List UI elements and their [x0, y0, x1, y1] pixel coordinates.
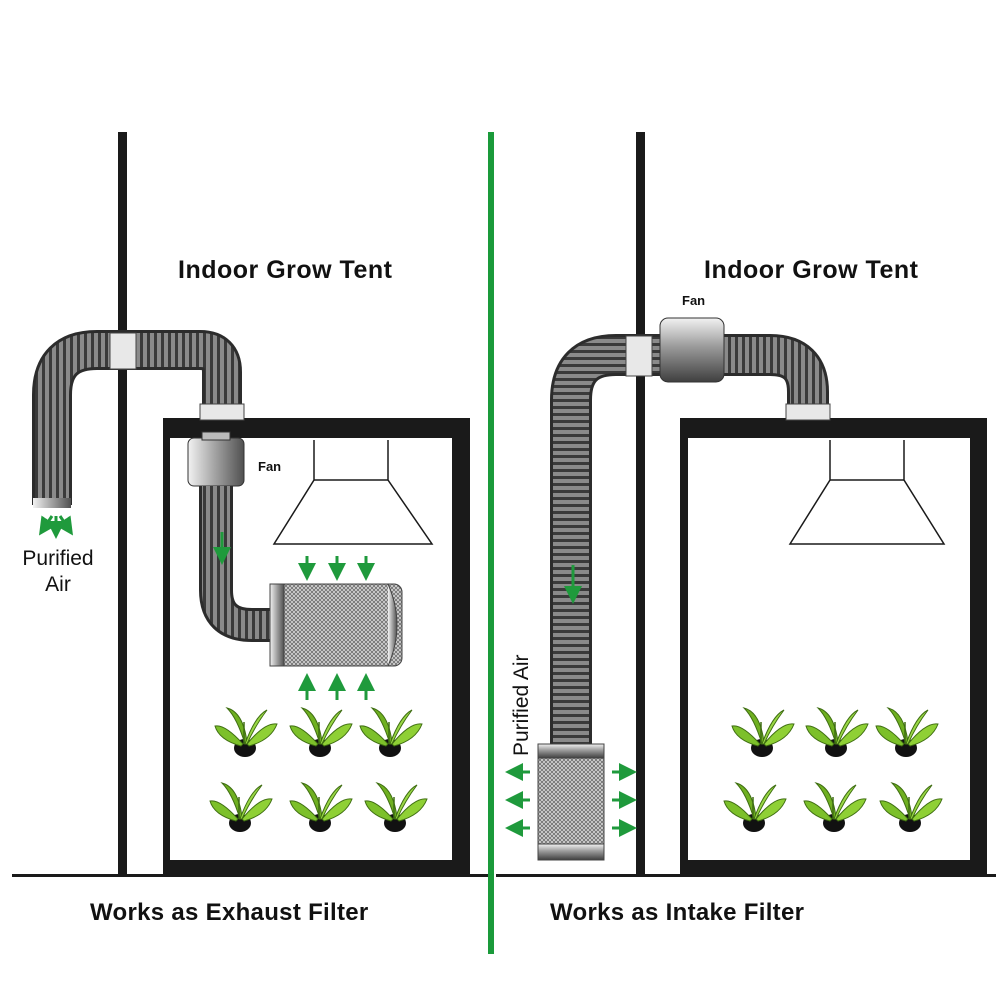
left-fan-icon	[187, 437, 245, 487]
left-plants	[209, 707, 428, 833]
right-light-hood-icon	[788, 440, 946, 545]
left-purified-air-label: Purified Air	[12, 546, 104, 598]
left-light-hood-icon	[272, 440, 434, 545]
right-purified-air-label: Purified Air	[510, 654, 533, 756]
plant-icon	[731, 707, 795, 758]
right-plants	[723, 707, 943, 833]
left-airflow-arrows	[39, 515, 375, 700]
right-fan-label: Fan	[682, 293, 706, 308]
left-duct-end	[33, 498, 71, 508]
right-title: Indoor Grow Tent	[704, 256, 919, 284]
left-wall	[118, 132, 127, 876]
right-filter-icon	[537, 743, 605, 861]
left-outer-duct-ribs	[35, 333, 239, 505]
plant-icon	[214, 707, 278, 758]
right-airflow-arrows	[505, 565, 637, 837]
plant-icon	[359, 707, 423, 758]
panel-divider	[488, 132, 494, 954]
right-wall-collar	[625, 335, 653, 377]
right-wall	[636, 132, 645, 876]
plant-icon	[289, 782, 353, 833]
right-tent-collar	[785, 403, 831, 421]
plant-icon	[805, 707, 869, 758]
left-tent-collar	[199, 403, 245, 421]
right-fan-icon	[659, 317, 725, 383]
plant-icon	[723, 782, 787, 833]
right-caption: Works as Intake Filter	[550, 899, 805, 926]
left-title: Indoor Grow Tent	[178, 256, 393, 284]
plant-icon	[879, 782, 943, 833]
left-filter-icon	[269, 583, 403, 667]
plant-icon	[364, 782, 428, 833]
plant-icon	[289, 707, 353, 758]
left-purified-air-line2: Air	[45, 573, 71, 596]
plant-icon	[209, 782, 273, 833]
left-purified-air-line1: Purified	[22, 547, 94, 570]
left-wall-collar	[109, 332, 137, 370]
plant-icon	[803, 782, 867, 833]
left-caption: Works as Exhaust Filter	[90, 899, 369, 926]
plant-icon	[875, 707, 939, 758]
left-fan-label: Fan	[258, 459, 282, 474]
